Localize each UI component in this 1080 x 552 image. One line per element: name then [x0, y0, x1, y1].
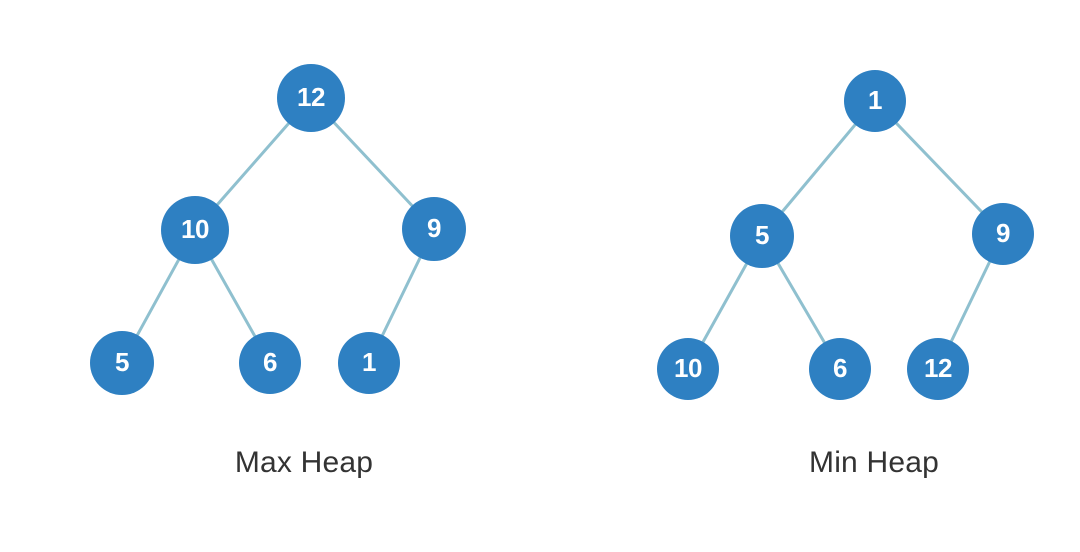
- tree-node-value: 1: [868, 85, 882, 115]
- tree-node[interactable]: 5: [90, 331, 154, 395]
- tree-edge: [700, 259, 750, 347]
- tree-edge: [208, 255, 258, 341]
- tree-edge: [379, 253, 423, 340]
- diagram-caption-min-heap: Min Heap: [809, 446, 939, 479]
- tree-edge: [892, 119, 986, 216]
- tree-node[interactable]: 9: [402, 197, 466, 261]
- tree-edge: [779, 120, 859, 216]
- tree-node-value: 9: [427, 213, 441, 243]
- tree-node[interactable]: 1: [844, 70, 906, 132]
- tree-node-value: 10: [181, 214, 209, 244]
- tree-edge: [213, 119, 293, 209]
- tree-node-value: 10: [674, 353, 702, 383]
- tree-node[interactable]: 9: [972, 203, 1034, 265]
- tree-node[interactable]: 10: [161, 196, 229, 264]
- tree-node[interactable]: 12: [907, 338, 969, 400]
- tree-node[interactable]: 6: [809, 338, 871, 400]
- tree-node-value: 6: [833, 353, 847, 383]
- tree-node-value: 5: [755, 220, 769, 250]
- diagram-caption-max-heap: Max Heap: [234, 446, 374, 479]
- tree-node[interactable]: 12: [277, 64, 345, 132]
- tree-node[interactable]: 1: [338, 332, 400, 394]
- tree-node-value: 12: [297, 82, 325, 112]
- tree-edge: [948, 257, 993, 346]
- tree-node-value: 12: [924, 353, 952, 383]
- tree-edge: [330, 119, 416, 210]
- tree-node-value: 9: [996, 218, 1010, 248]
- tree-node-value: 5: [115, 347, 129, 377]
- tree-edge: [134, 255, 182, 340]
- tree-node[interactable]: 10: [657, 338, 719, 400]
- tree-node[interactable]: 5: [730, 204, 794, 268]
- tree-edge: [775, 259, 828, 347]
- tree-node-value: 1: [362, 347, 376, 377]
- tree-node-value: 6: [263, 347, 277, 377]
- tree-node[interactable]: 6: [239, 332, 301, 394]
